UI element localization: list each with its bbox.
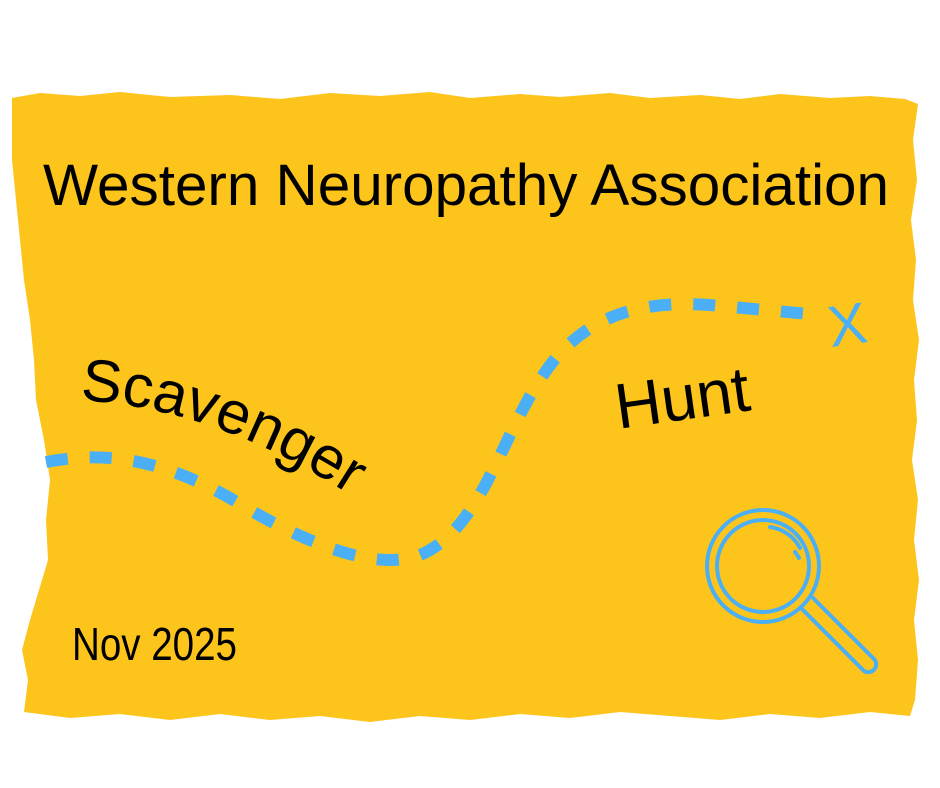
x-mark: X: [824, 290, 871, 360]
dashed-trail: [44, 298, 821, 566]
torn-paper-background: [12, 92, 919, 722]
organization-title: Western Neuropathy Association: [43, 153, 889, 218]
event-date: Nov 2025: [72, 618, 237, 670]
magnifying-glass-icon: [705, 508, 879, 675]
